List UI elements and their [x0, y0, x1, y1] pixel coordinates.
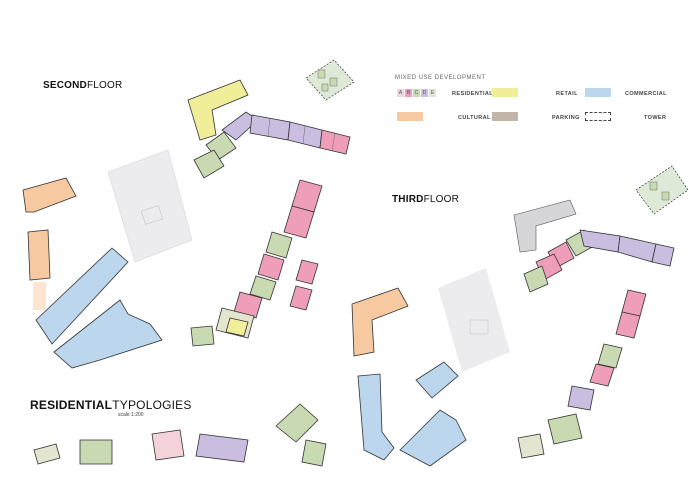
retail-block	[187, 79, 249, 141]
typology-b	[79, 439, 113, 465]
typology-a	[33, 443, 61, 465]
legend-parking: PARKING	[552, 115, 580, 121]
typology-c	[151, 429, 185, 461]
cultural-block-vertical	[27, 229, 51, 281]
third-diagonal-bar	[567, 289, 647, 411]
cultural-extension	[33, 282, 46, 310]
small-block-third-2	[517, 433, 545, 459]
small-block-third	[547, 413, 583, 445]
legend-cultural-swatch	[397, 112, 423, 121]
legend-heading: MIXED USE DEVELOPMENT	[395, 75, 486, 81]
parking-grey-block	[513, 199, 577, 253]
third-upper-bar	[523, 229, 675, 293]
tower-third-floor	[635, 165, 689, 215]
legend-tower-swatch	[585, 112, 611, 121]
legend-commercial: COMMERCIAL	[625, 91, 667, 97]
courtyard-void	[107, 149, 193, 263]
commercial-third-diag2	[399, 409, 467, 467]
res-swatch-c: C	[413, 89, 420, 97]
cultural-block-left	[22, 177, 77, 213]
res-swatch-d: D	[421, 89, 428, 97]
scale-note: scale 1:200	[118, 412, 144, 418]
legend-retail: RETAIL	[556, 91, 578, 97]
third-floor-title: THIRDFLOOR	[392, 194, 460, 205]
legend-commercial-swatch	[585, 88, 611, 97]
res-swatch-b: B	[405, 89, 412, 97]
second-floor-title: SECONDFLOOR	[43, 80, 123, 91]
cultural-block-third	[351, 287, 409, 357]
legend-cultural: CULTURAL	[458, 115, 491, 121]
diagonal-residential-bar	[215, 179, 323, 339]
commercial-third-vertical	[357, 373, 395, 461]
small-block	[190, 325, 215, 347]
legend-retail-swatch	[492, 88, 518, 97]
residential-typologies-title: RESIDENTIALTYPOLOGIES	[30, 398, 192, 412]
commercial-third-diag	[415, 361, 459, 399]
residential-letter-swatches: A B C D E	[397, 89, 436, 97]
typology-e2	[301, 439, 327, 467]
typology-e	[275, 403, 319, 443]
legend-residential: RESIDENTIAL	[452, 91, 494, 97]
commercial-bar-1	[35, 247, 129, 345]
upper-residential-bar	[193, 111, 351, 179]
commercial-bar-2	[53, 299, 163, 369]
tower-second-floor	[305, 59, 355, 101]
legend-tower: TOWER	[644, 115, 667, 121]
res-swatch-e: E	[429, 89, 436, 97]
legend-parking-swatch	[492, 112, 518, 121]
res-swatch-a: A	[397, 89, 404, 97]
typology-d	[195, 433, 249, 463]
